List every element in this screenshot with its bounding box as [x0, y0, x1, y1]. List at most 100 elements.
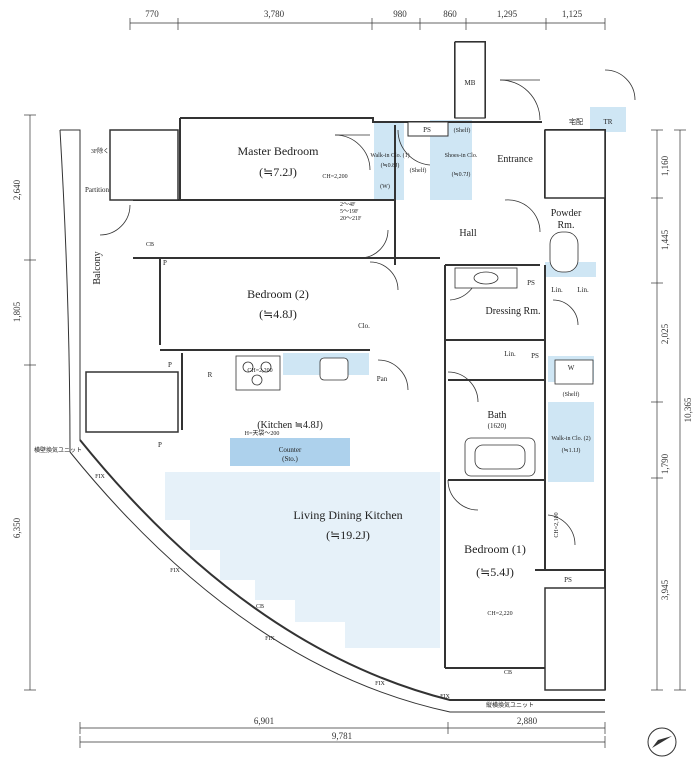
dim-right-2: 1,445 — [660, 229, 670, 250]
ch-label-bed1: CH=2,220 — [487, 611, 512, 617]
pan-label: Pan — [377, 375, 388, 383]
hall-label: Hall — [459, 228, 476, 239]
dim-top-2: 3,780 — [264, 9, 285, 19]
ldk-name: Living Dining Kitchen — [293, 508, 402, 522]
dim-top-4: 860 — [443, 9, 457, 19]
column-top-left — [109, 129, 179, 201]
fix-label-2: FIX — [170, 568, 180, 574]
wic1-area — [374, 122, 404, 200]
washer-label: W — [568, 364, 575, 372]
ac-unit-note: 横壁換気ユニット — [34, 446, 82, 454]
ps-label-top: PS — [423, 126, 431, 134]
dim-top-1: 770 — [145, 9, 159, 19]
master-bedroom-name: Master Bedroom — [238, 144, 320, 158]
shelf-label-3: (Shelf) — [563, 391, 580, 398]
ldk-floor — [165, 472, 440, 648]
dim-bottom-1: 6,901 — [254, 716, 274, 726]
wic2-name: Walk-in Clo. (2) — [551, 435, 590, 442]
floor-note-mid: 5～19F — [340, 209, 359, 215]
column-top-right — [544, 129, 606, 199]
ps-label-dressing: PS — [527, 279, 535, 287]
wic1-name: Walk-in Clo. (1) — [370, 152, 409, 159]
mb-box — [454, 41, 486, 119]
dim-right-3: 2,025 — [660, 323, 670, 344]
h-note: H=天袋～200 — [245, 429, 280, 437]
bedroom2-name: Bedroom (2) — [247, 287, 309, 301]
shelf-label-2: (Shelf) — [454, 127, 471, 134]
dimension-left — [24, 114, 36, 691]
ps-box-top — [407, 121, 449, 137]
column-mid-left — [85, 371, 179, 433]
ldk-area: (≒19.2J) — [326, 528, 370, 542]
dimension-right — [651, 129, 686, 691]
powder-rm-label: Rm. — [558, 220, 575, 231]
dim-top-6: 1,125 — [562, 9, 583, 19]
door-swings — [99, 69, 636, 546]
wic2-area — [548, 402, 594, 482]
dimension-bottom — [79, 722, 606, 748]
ch-label-bed1-wall: CH=2,100 — [554, 512, 560, 537]
dim-right-1: 1,160 — [660, 155, 670, 176]
dressing-label: Dressing Rm. — [486, 306, 541, 317]
bath-label: Bath — [488, 410, 507, 421]
cb-label-1: CB — [146, 242, 154, 248]
entrance-label: Entrance — [497, 154, 533, 165]
column-bottom-right — [544, 587, 606, 691]
mb-label: MB — [465, 79, 476, 87]
floor-note-lower: 20～21F — [340, 216, 362, 222]
dim-left-2: 1,805 — [12, 301, 22, 322]
fixtures — [235, 231, 594, 477]
ps-label-bed1: PS — [564, 576, 572, 584]
kitchen-label: (Kitchen ≒4.8J) — [257, 420, 323, 431]
bedroom2-area: (≒4.8J) — [259, 307, 297, 321]
delivery-tr-area — [590, 107, 626, 132]
counter-area — [230, 438, 350, 466]
w-label-wic1: (W) — [380, 183, 390, 190]
master-bedroom-area: (≒7.2J) — [259, 165, 297, 179]
refrigerator-label: R — [208, 371, 213, 379]
lin-label-1: Lin. — [504, 350, 516, 358]
cb-label-3: CB — [504, 670, 512, 676]
tr-label: TR — [604, 118, 613, 126]
ch-label-kitchen: CH=2,200 — [247, 368, 272, 374]
ps-label-bath: PS — [531, 352, 539, 360]
fix-label-1: FIX — [95, 474, 105, 480]
dimension-top — [129, 18, 606, 30]
delivery-label: 宅配 — [569, 117, 583, 126]
dim-top-3: 980 — [393, 9, 407, 19]
fix-label-5: FIX — [440, 694, 450, 700]
fix-label-4: FIX — [375, 681, 385, 687]
partition-label: Partition — [85, 186, 110, 194]
p-label-1: P — [163, 259, 167, 267]
balcony-label: Balcony — [92, 251, 103, 284]
ac-unit-note-2: 縦横換気ユニット — [486, 701, 534, 709]
p-label-2: P — [168, 361, 172, 369]
ch-label-master: CH=2,200 — [322, 174, 347, 180]
bedroom1-area: (≒5.4J) — [476, 565, 514, 579]
dim-right-total: 10,365 — [683, 397, 693, 422]
dim-right-4: 1,790 — [660, 453, 670, 474]
counter-label: Counter — [279, 446, 302, 454]
dim-left-1: 2,640 — [12, 179, 22, 200]
cb-label-2: CB — [256, 604, 264, 610]
fix-label-3: FIX — [265, 636, 275, 642]
shoes-name: Shoes-in Clo. — [445, 153, 478, 159]
dim-right-5: 3,945 — [660, 579, 670, 600]
dim-bottom-total: 9,781 — [332, 731, 352, 741]
dim-bottom-2: 2,880 — [517, 716, 538, 726]
shoes-area: (≒0.7J) — [452, 171, 471, 178]
north-arrow-icon — [647, 727, 677, 757]
p-label-3: P — [158, 441, 162, 449]
counter-sub-label: (Sto.) — [282, 455, 298, 463]
floor-note-upper: 2～4F — [340, 202, 356, 208]
wic2-area: (≒1.1J) — [562, 447, 581, 454]
clo-label: Clo. — [358, 322, 370, 330]
floor-3f-note: 3F除く — [91, 147, 109, 155]
dim-top-5: 1,295 — [497, 9, 518, 19]
bath-size: (1620) — [488, 422, 507, 430]
dim-left-3: 6,350 — [12, 517, 22, 538]
wic1-area: (≒0.8J) — [381, 162, 400, 169]
lin-label-2: Lin. — [551, 286, 563, 294]
bedroom1-name: Bedroom (1) — [464, 542, 526, 556]
